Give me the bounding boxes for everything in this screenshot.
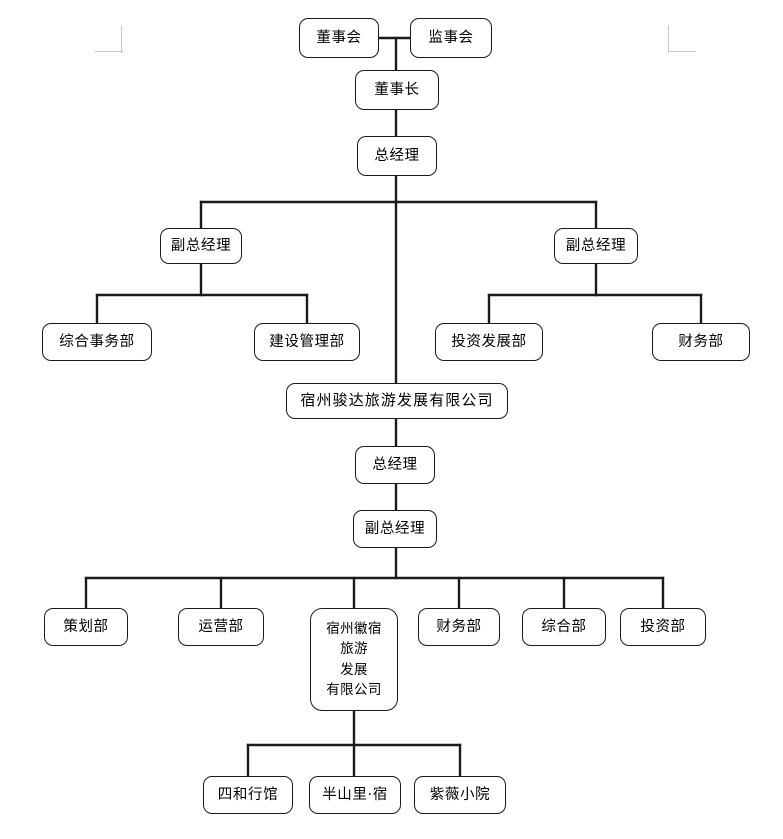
org-node-deputy-gm-2[interactable]: 副总经理 <box>353 510 437 548</box>
org-node-planning-dept[interactable]: 策划部 <box>44 608 128 646</box>
org-node-operations-dept[interactable]: 运营部 <box>178 608 264 646</box>
org-node-huisu-company[interactable]: 宿州徽宿 旅游 发展 有限公司 <box>310 608 398 711</box>
org-node-general-affairs-dept[interactable]: 综合事务部 <box>42 323 152 361</box>
org-node-investment-dev-dept[interactable]: 投资发展部 <box>435 323 543 361</box>
org-node-general-manager-1[interactable]: 总经理 <box>357 136 437 176</box>
org-node-construction-mgmt-dept[interactable]: 建设管理部 <box>254 323 360 361</box>
org-node-banshanli-su[interactable]: 半山里·宿 <box>309 776 401 814</box>
org-node-finance-dept-1[interactable]: 财务部 <box>652 323 750 361</box>
org-node-finance-dept-2[interactable]: 财务部 <box>418 608 500 646</box>
org-node-comprehensive-dept[interactable]: 综合部 <box>522 608 606 646</box>
org-node-deputy-gm-left[interactable]: 副总经理 <box>160 228 242 264</box>
org-node-chairman[interactable]: 董事长 <box>355 70 439 110</box>
org-node-general-manager-2[interactable]: 总经理 <box>355 446 435 484</box>
org-node-board-of-directors[interactable]: 董事会 <box>299 18 379 58</box>
org-node-sihe-guesthouse[interactable]: 四和行馆 <box>203 776 293 814</box>
margin-mark-horizontal-rule <box>95 51 123 53</box>
org-node-junda-company[interactable]: 宿州骏达旅游发展有限公司 <box>286 383 508 419</box>
org-node-ziwei-courtyard[interactable]: 紫薇小院 <box>414 776 506 814</box>
org-node-investment-dept[interactable]: 投资部 <box>620 608 706 646</box>
margin-mark-vertical-rule <box>668 25 670 53</box>
margin-mark-vertical-rule <box>121 25 123 53</box>
org-node-deputy-gm-right[interactable]: 副总经理 <box>554 228 638 264</box>
margin-mark-horizontal-rule <box>668 51 696 53</box>
org-node-board-of-supervisors[interactable]: 监事会 <box>410 18 492 58</box>
